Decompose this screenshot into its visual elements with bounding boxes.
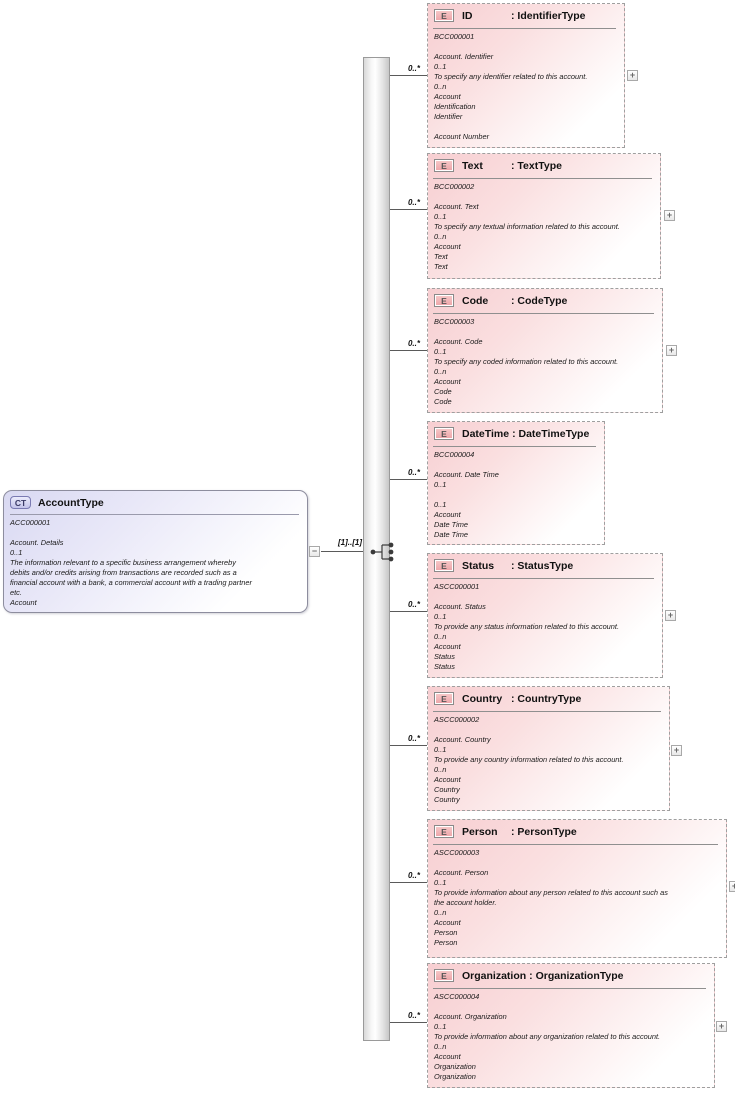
element-box-status[interactable]: E Status : StatusType ASCC000001 Account… — [427, 553, 663, 678]
element-title-row: E Code : CodeType — [434, 294, 567, 307]
connector-line — [390, 209, 427, 210]
element-annotation-text: BCC000003 Account. Code 0..1 To specify … — [434, 317, 619, 406]
connector-line — [390, 882, 427, 883]
element-type: : StatusType — [511, 559, 574, 572]
element-title-row: E Text : TextType — [434, 159, 562, 172]
connector-line — [390, 611, 427, 612]
connector-line — [390, 1022, 427, 1023]
element-annotation-text: ASCC000001 Account. Status 0..1 To provi… — [434, 582, 620, 671]
root-title: AccountType — [38, 496, 104, 509]
cardinality-label: 0..* — [407, 468, 420, 477]
element-name: Country — [462, 692, 503, 705]
expand-handle-icon[interactable]: + — [627, 70, 638, 81]
complextype-box-accounttype[interactable]: CT AccountType ACC000001 Account. Detail… — [3, 490, 308, 613]
title-separator — [433, 446, 596, 447]
title-separator — [10, 514, 299, 515]
element-title-row: E Organization : OrganizationType — [434, 969, 623, 982]
expand-handle-icon[interactable]: + — [666, 345, 677, 356]
element-badge-icon: E — [434, 559, 454, 572]
element-box-person[interactable]: E Person : PersonType ASCC000003 Account… — [427, 819, 727, 958]
element-type: : CountryType — [511, 692, 582, 705]
element-annotation-text: ASCC000004 Account. Organization 0..1 To… — [434, 992, 661, 1081]
element-box-text[interactable]: E Text : TextType BCC000002 Account. Tex… — [427, 153, 661, 279]
complextype-badge-icon: CT — [10, 496, 31, 509]
expand-handle-icon[interactable]: + — [665, 610, 676, 621]
sequence-group-icon — [370, 542, 394, 562]
element-badge-icon: E — [434, 9, 454, 22]
collapse-handle-icon[interactable]: − — [309, 546, 320, 557]
cardinality-label: 0..* — [407, 64, 420, 73]
element-title-row: E Person : PersonType — [434, 825, 577, 838]
root-cardinality-label: [1]..[1] — [338, 538, 362, 547]
connector-line — [321, 551, 363, 552]
title-separator — [433, 844, 718, 845]
element-name: DateTime — [462, 427, 510, 440]
element-annotation-text: ASCC000002 Account. Country 0..1 To prov… — [434, 715, 624, 804]
element-title-row: E Country : CountryType — [434, 692, 581, 705]
expand-handle-icon[interactable]: + — [716, 1021, 727, 1032]
element-name: Code — [462, 294, 489, 307]
element-badge-icon: E — [434, 427, 454, 440]
title-separator — [433, 711, 661, 712]
element-name: Status — [462, 559, 495, 572]
element-title-row: E Status : StatusType — [434, 559, 573, 572]
expand-handle-icon[interactable]: + — [664, 210, 675, 221]
element-box-id[interactable]: E ID : IdentifierType BCC000001 Account.… — [427, 3, 625, 148]
cardinality-label: 0..* — [407, 198, 420, 207]
expand-handle-icon[interactable]: + — [729, 881, 735, 892]
element-type: : CodeType — [511, 294, 568, 307]
element-badge-icon: E — [434, 825, 454, 838]
element-type: : PersonType — [511, 825, 577, 838]
title-separator — [433, 988, 706, 989]
element-annotation-text: ASCC000003 Account. Person 0..1 To provi… — [434, 848, 668, 947]
cardinality-label: 0..* — [407, 734, 420, 743]
element-type: : TextType — [511, 159, 562, 172]
element-box-country[interactable]: E Country : CountryType ASCC000002 Accou… — [427, 686, 670, 811]
element-box-code[interactable]: E Code : CodeType BCC000003 Account. Cod… — [427, 288, 663, 413]
connector-line — [390, 350, 427, 351]
connector-line — [390, 479, 427, 480]
root-title-row: CT AccountType — [10, 496, 104, 509]
title-separator — [433, 313, 654, 314]
element-annotation-text: BCC000001 Account. Identifier 0..1 To sp… — [434, 32, 588, 141]
element-badge-icon: E — [434, 969, 454, 982]
cardinality-label: 0..* — [407, 339, 420, 348]
element-name: Person — [462, 825, 498, 838]
element-type: : DateTimeType — [512, 427, 590, 440]
element-annotation-text: BCC000004 Account. Date Time 0..1 0..1 A… — [434, 450, 499, 539]
element-box-datetime[interactable]: E DateTime : DateTimeType BCC000004 Acco… — [427, 421, 605, 545]
cardinality-label: 0..* — [407, 1011, 420, 1020]
element-title-row: E ID : IdentifierType — [434, 9, 585, 22]
sequence-bar — [363, 57, 390, 1041]
element-box-organization[interactable]: E Organization : OrganizationType ASCC00… — [427, 963, 715, 1088]
title-separator — [433, 28, 616, 29]
cardinality-label: 0..* — [407, 871, 420, 880]
root-annotation-text: ACC000001 Account. Details 0..1 The info… — [10, 518, 252, 607]
title-separator — [433, 178, 652, 179]
element-badge-icon: E — [434, 294, 454, 307]
element-name: Organization — [462, 969, 527, 982]
element-badge-icon: E — [434, 159, 454, 172]
element-name: Text — [462, 159, 483, 172]
element-annotation-text: BCC000002 Account. Text 0..1 To specify … — [434, 182, 620, 271]
connector-line — [390, 745, 427, 746]
title-separator — [433, 578, 654, 579]
connector-line — [390, 75, 427, 76]
element-title-row: E DateTime : DateTimeType — [434, 427, 589, 440]
expand-handle-icon[interactable]: + — [671, 745, 682, 756]
element-type: : OrganizationType — [529, 969, 624, 982]
cardinality-label: 0..* — [407, 600, 420, 609]
element-name: ID — [462, 9, 473, 22]
element-type: : IdentifierType — [511, 9, 586, 22]
element-badge-icon: E — [434, 692, 454, 705]
